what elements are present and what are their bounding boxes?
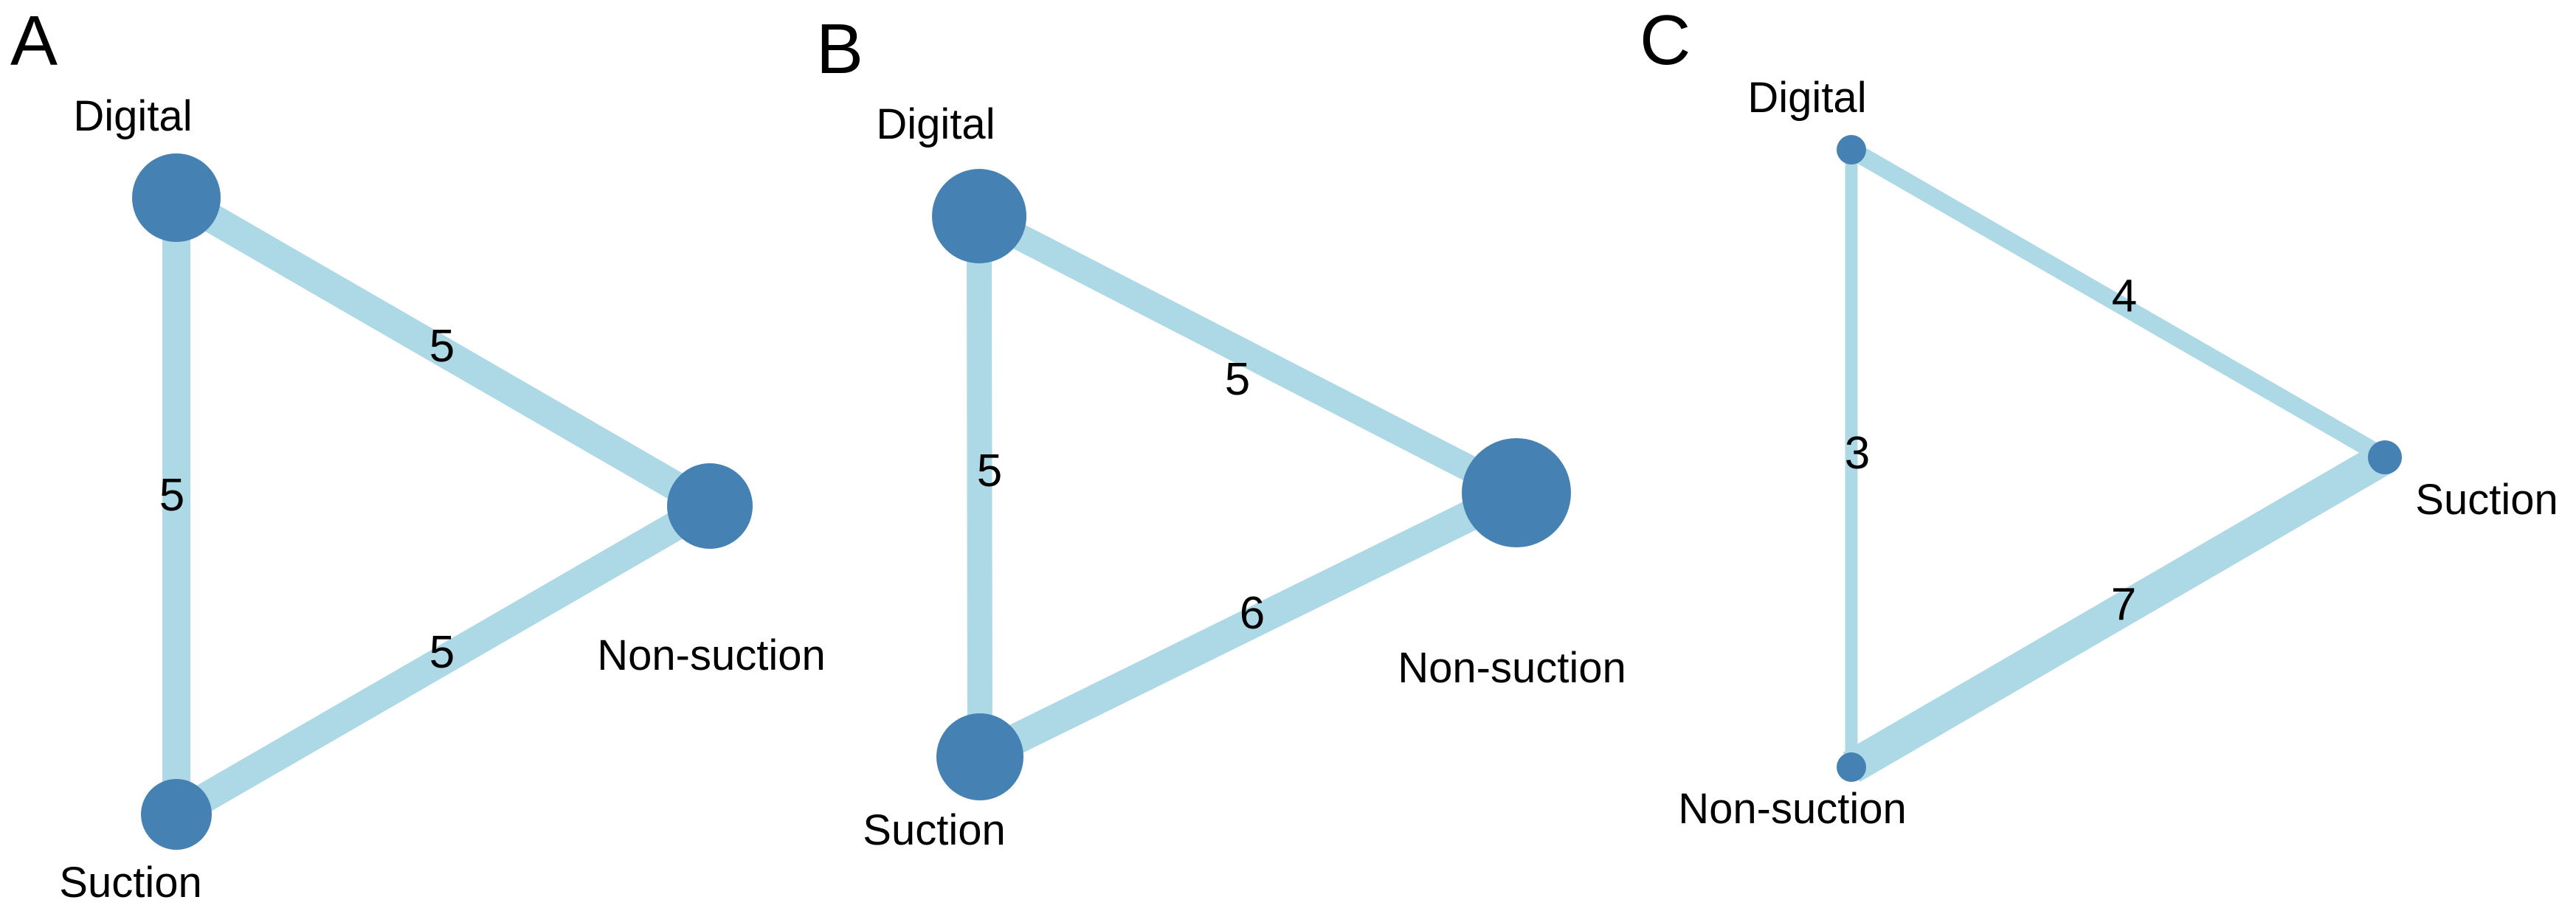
node-Non-suction <box>1837 752 1866 782</box>
node-label-Digital: Digital <box>876 100 995 148</box>
node-Suction <box>2368 440 2402 474</box>
edge-Digital-Suction <box>1847 142 2389 465</box>
node-Suction <box>936 713 1023 800</box>
node-Non-suction <box>667 463 753 549</box>
edge-Digital-Non-suction <box>973 204 1523 505</box>
node-label-Digital: Digital <box>1747 74 1866 122</box>
node-label-Suction: Suction <box>59 859 201 907</box>
node-label-Non-suction: Non-suction <box>597 631 825 679</box>
panel-letter-C: C <box>1640 1 1691 80</box>
node-label-Suction: Suction <box>863 806 1005 854</box>
edge-weight-Digital-Non-suction: 5 <box>429 321 455 372</box>
edge-weight-Digital-Non-suction: 5 <box>1225 354 1250 405</box>
edge-weight-Digital-Non-suction: 3 <box>1845 428 1870 479</box>
edge-weight-Digital-Suction: 5 <box>977 446 1002 496</box>
node-Suction <box>141 779 212 850</box>
node-Non-suction <box>1462 438 1571 547</box>
node-label-Suction: Suction <box>2415 476 2558 524</box>
panel-letter-A: A <box>10 1 58 80</box>
edge-weight-Digital-Suction: 4 <box>2112 271 2137 322</box>
panel-letter-B: B <box>816 10 863 89</box>
edge-Digital-Suction <box>967 215 992 758</box>
edge-Non-suction-Suction <box>1843 443 2394 782</box>
node-label-Non-suction: Non-suction <box>1678 785 1906 833</box>
edge-Suction-Non-suction <box>168 493 718 828</box>
node-Digital <box>932 169 1026 263</box>
edge-weight-Non-suction-Suction: 7 <box>2111 579 2136 630</box>
node-Digital <box>1837 135 1866 164</box>
edge-Suction-Non-suction <box>973 479 1524 771</box>
edge-weight-Digital-Suction: 5 <box>159 470 184 521</box>
edge-weight-Suction-Non-suction: 6 <box>1240 588 1265 639</box>
node-label-Digital: Digital <box>73 92 192 140</box>
edge-Digital-Non-suction <box>168 184 718 519</box>
node-label-Non-suction: Non-suction <box>1398 644 1626 692</box>
node-Digital <box>132 153 221 242</box>
edge-weight-Suction-Non-suction: 5 <box>429 627 455 678</box>
